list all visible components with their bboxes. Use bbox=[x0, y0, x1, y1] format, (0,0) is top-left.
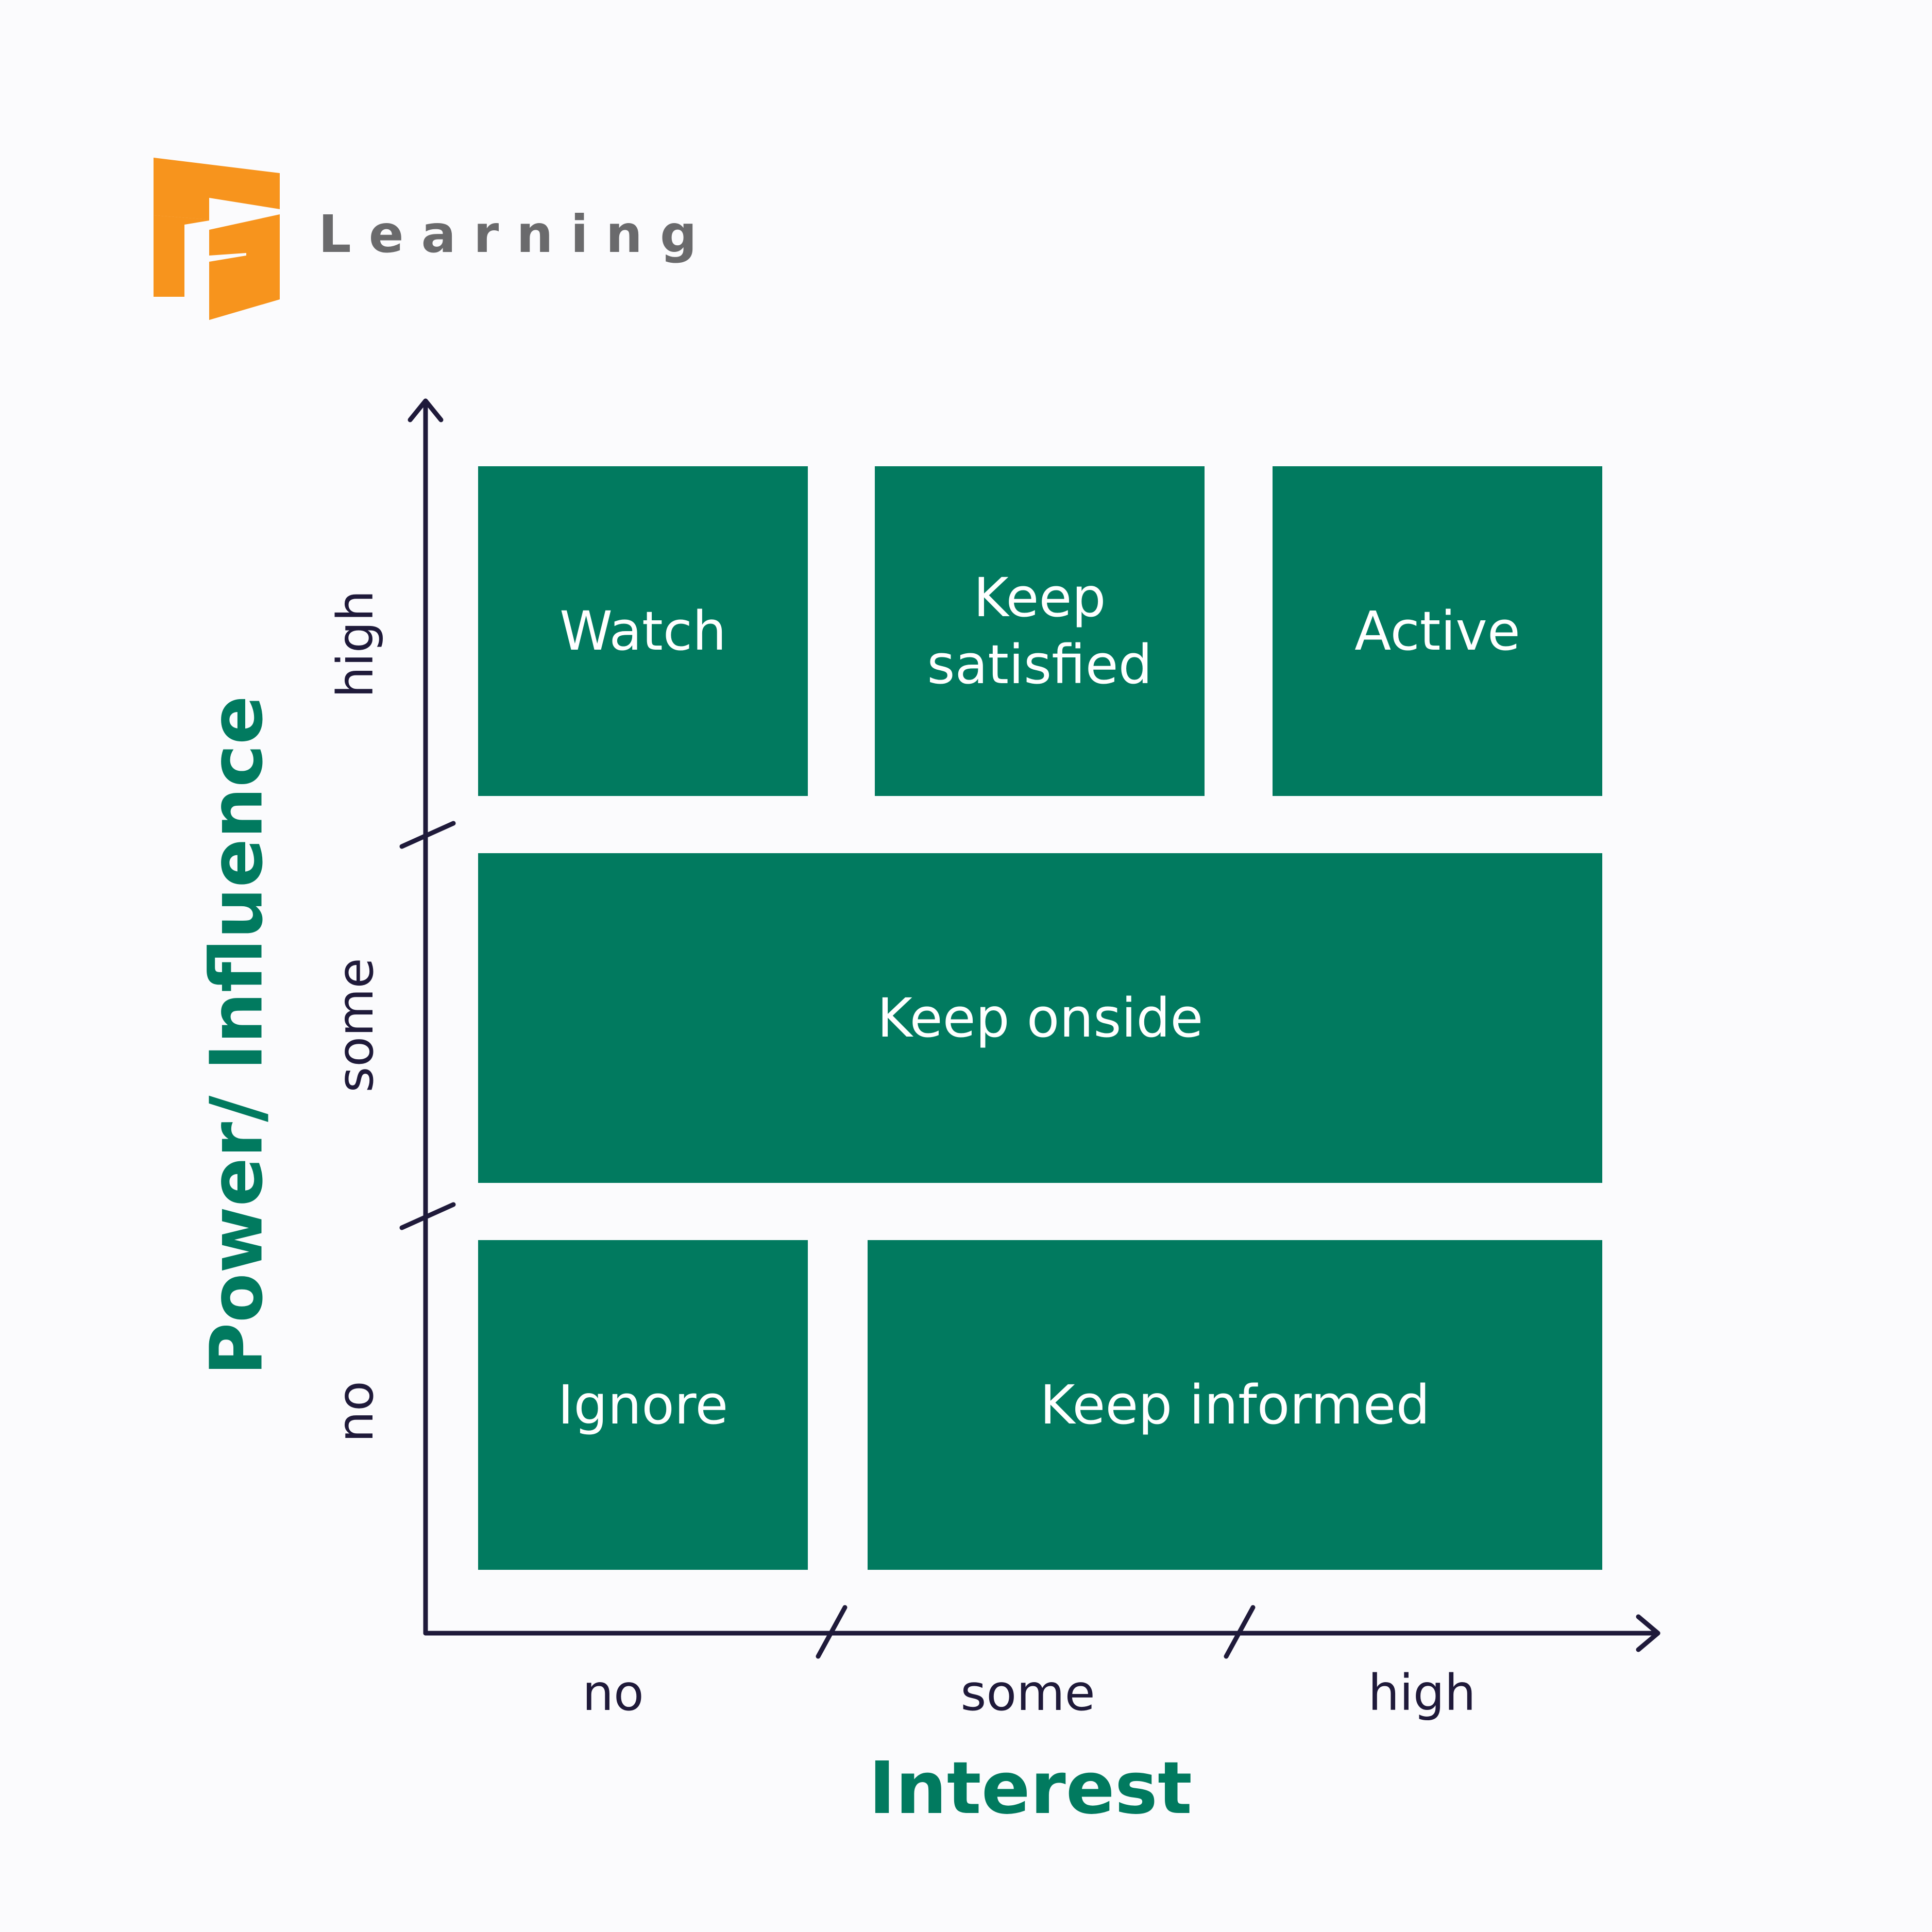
y-tick-some: some bbox=[327, 958, 384, 1093]
y-axis-break-upper bbox=[399, 821, 456, 849]
box-keep-satisfied: Keep satisfied bbox=[875, 466, 1205, 796]
y-axis-arrow bbox=[408, 398, 444, 422]
box-label: Keep informed bbox=[1040, 1374, 1430, 1436]
box-ignore: Ignore bbox=[478, 1240, 808, 1570]
box-keep-informed: Keep informed bbox=[868, 1240, 1602, 1570]
x-tick-some: some bbox=[960, 1664, 1095, 1722]
box-keep-onside: Keep onside bbox=[478, 853, 1602, 1183]
orange-f-logo-icon bbox=[154, 158, 280, 320]
x-axis-break-left bbox=[816, 1605, 848, 1659]
y-tick-no: no bbox=[327, 1381, 384, 1443]
x-axis-break-right bbox=[1224, 1605, 1256, 1659]
box-label: Watch bbox=[560, 600, 726, 663]
x-tick-no: no bbox=[582, 1664, 644, 1722]
y-axis-break-lower bbox=[399, 1202, 456, 1230]
box-watch: Watch bbox=[478, 466, 808, 796]
y-axis-title: Power/ Influence bbox=[195, 696, 279, 1376]
box-active: Active bbox=[1273, 466, 1602, 796]
box-label: Ignore bbox=[557, 1374, 728, 1436]
x-tick-high: high bbox=[1368, 1664, 1476, 1722]
box-label: Active bbox=[1354, 600, 1520, 663]
brand-logo: Learning bbox=[154, 158, 697, 323]
x-axis-title: Interest bbox=[869, 1747, 1192, 1831]
box-label: Keep onside bbox=[877, 987, 1204, 1049]
x-axis-arrow bbox=[1636, 1614, 1660, 1652]
box-label: Keep satisfied bbox=[927, 566, 1153, 696]
y-tick-high: high bbox=[327, 590, 384, 698]
brand-name: Learning bbox=[318, 204, 715, 264]
